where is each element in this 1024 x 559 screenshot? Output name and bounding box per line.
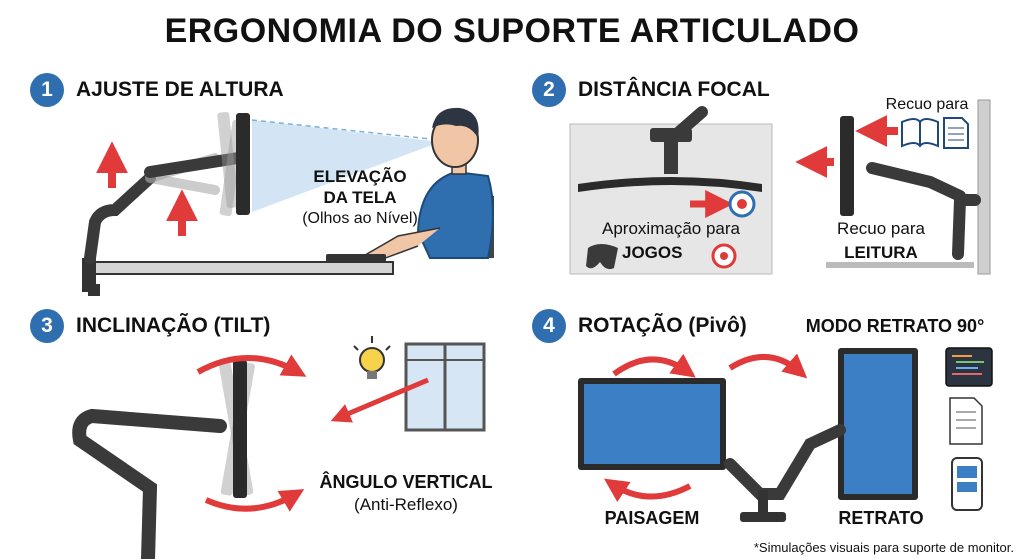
document-icon [949,397,983,445]
footnote: *Simulações visuais para suporte de moni… [753,540,1014,555]
phone-icon [951,457,983,511]
section-2-number: 2 [532,73,566,107]
section-4-number: 4 [532,309,566,343]
paisagem-label: PAISAGEM [604,508,700,528]
aproximacao-label: Aproximação para [602,219,740,238]
section-1-illustration [82,107,494,296]
section-2-title: DISTÂNCIA FOCAL [578,78,770,101]
section-1-header: 1 AJUSTE DE ALTURA [30,73,284,107]
target-icon [711,243,737,269]
leitura-label: LEITURA [844,243,918,262]
recuo-leitura-label-1: Recuo para [837,219,925,238]
gamepad-icon [586,244,618,270]
modo-retrato-label: MODO RETRATO 90° [805,316,985,336]
section-1-number: 1 [30,73,64,107]
wall [977,99,991,275]
window-icon [404,342,486,432]
section-3-header: 3 INCLINAÇÃO (TILT) [30,309,270,343]
section-1-title: AJUSTE DE ALTURA [76,78,284,101]
elevacao-label: ELEVAÇÃO [313,167,407,186]
section-3-title: INCLINAÇÃO (TILT) [76,314,271,337]
document-icon [943,117,969,149]
da-tela-label: DA TELA [323,188,397,207]
section-4-title: ROTAÇÃO (Pivô) [578,314,747,337]
book-icon [901,118,939,148]
desk-clamp [82,258,96,292]
person-icon [357,107,494,261]
code-screen-icon [945,347,993,387]
retrato-label: RETRATO [838,508,924,528]
section-3-number: 3 [30,309,64,343]
arm-pole [84,172,156,264]
jogos-label: JOGOS [622,243,683,262]
olhos-nivel-label: (Olhos ao Nível) [302,210,418,227]
section-4-illustration [578,347,993,522]
monitor-side [236,113,250,215]
lightbulb-icon [353,336,391,379]
monitor-side [233,360,247,498]
section-3-illustration [72,336,486,559]
section-4-header: 4 ROTAÇÃO (Pivô) [532,309,747,343]
anti-reflexo-label: (Anti-Reflexo) [354,495,458,514]
angulo-vertical-label: ÂNGULO VERTICAL [319,472,493,492]
target-icon [728,190,756,218]
desk [87,261,394,275]
page-title: ERGONOMIA DO SUPORTE ARTICULADO [164,12,860,50]
section-2-illustration [569,99,991,275]
section-2-header: 2 DISTÂNCIA FOCAL [532,73,770,107]
recuo-para-top-label: Recuo para [885,96,969,113]
